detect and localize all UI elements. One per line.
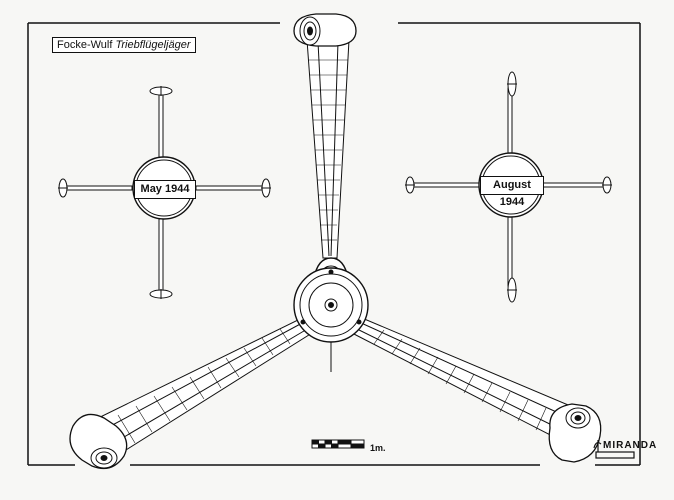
variant-label-august-1944: August 1944 bbox=[480, 176, 544, 208]
rotor-blade-lower-right bbox=[351, 317, 581, 441]
scale-label: 1m. bbox=[370, 443, 386, 453]
signature-mark bbox=[593, 440, 635, 459]
title-aircraft-name: Triebflügeljäger bbox=[115, 39, 191, 51]
ramjet-nacelle-lower-left bbox=[69, 413, 128, 470]
diagram-title: Focke-Wulf Triebflügeljäger bbox=[52, 37, 196, 53]
rotor-blade-top bbox=[306, 39, 350, 259]
scale-bar bbox=[311, 439, 365, 449]
main-rotor-view bbox=[69, 13, 602, 470]
frame bbox=[27, 22, 641, 466]
title-maker: Focke-Wulf bbox=[57, 39, 113, 51]
variant-label-may-1944: May 1944 bbox=[134, 180, 196, 199]
ramjet-nacelle-top bbox=[293, 13, 357, 47]
rotor-hub bbox=[293, 257, 369, 372]
artist-signature: MIRANDA bbox=[603, 440, 658, 451]
ramjet-nacelle-lower-right bbox=[548, 403, 602, 463]
